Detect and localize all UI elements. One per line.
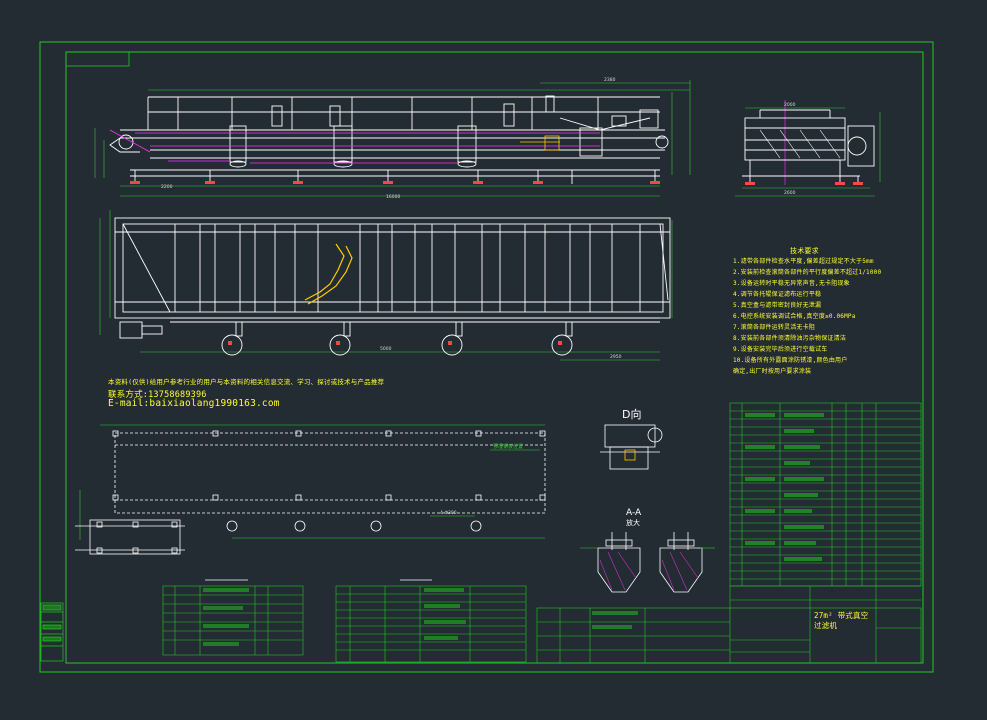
tech-note: 10.设备所有外露面涂防锈漆,颜色由用户 <box>733 357 848 364</box>
left-spec-table <box>162 585 304 656</box>
contact-email: E-mail:baixiaolang1990163.com <box>108 398 280 409</box>
contact-phone: 联系方式:13758689396 <box>108 390 207 400</box>
tech-note: 4.调节各托辊保证滤布运行平稳 <box>733 291 822 298</box>
plan-view: 5000 2950 <box>99 210 673 361</box>
section-aa-sub-label: 放大 <box>626 519 640 527</box>
side-end-view: 2000 2600 <box>735 100 881 197</box>
svg-text:5000: 5000 <box>380 346 392 352</box>
tech-note: 1.滤带各部件检查水平度,偏差超过规定不大于5mm <box>733 258 874 265</box>
front-elevation-view: 2380 16000 2200 <box>94 77 691 200</box>
svg-text:预埋钢板位置: 预埋钢板位置 <box>493 443 523 450</box>
svg-text:2000: 2000 <box>784 102 796 108</box>
svg-text:4-Φ300: 4-Φ300 <box>440 510 457 516</box>
contact-note-line: 本资料(仅供)给用户参考行业的用户与本资料的相关信息交流、学习、探讨或技术与产品… <box>108 378 385 386</box>
left-revision-strip <box>40 602 64 662</box>
svg-text:2600: 2600 <box>784 190 796 196</box>
tech-note: 7.滚筒各部件运转灵活无卡阻 <box>733 324 816 331</box>
view-d-label: D向 <box>622 408 642 421</box>
tech-note: 2.安装前检查滚筒各部件的平行度偏差不超过1/1000 <box>733 269 882 276</box>
section-aa-detail <box>580 532 715 593</box>
sheet-border <box>39 41 934 673</box>
svg-text:2950: 2950 <box>610 354 622 360</box>
parts-list-table <box>729 402 922 587</box>
tech-note: 确定,出厂时按用户要求涂装 <box>733 368 812 375</box>
tech-note: 8.安装前各部件须清除油污杂物保证清洁 <box>733 335 847 342</box>
svg-text:16000: 16000 <box>386 194 400 200</box>
detail-d-view <box>600 424 663 470</box>
tech-note: 3.设备运转时平稳无异常声音,无卡阻现象 <box>733 280 850 287</box>
svg-text:2200: 2200 <box>161 184 173 190</box>
tech-notes-title: 技术要求 <box>790 247 819 255</box>
tech-note: 9.设备安装完毕后须进行空载试车 <box>733 346 828 353</box>
foundation-plan: 预埋钢板位置 4-Φ300 <box>75 424 546 555</box>
tech-note: 6.电控系统安装调试合格,真空度≥0.06MPa <box>733 313 856 320</box>
tech-note: 5.真空盒与滤带密封良好无泄漏 <box>733 302 822 309</box>
parts-list-cell-marks <box>745 413 824 561</box>
title-block <box>536 585 922 664</box>
drawing-title: 27m² 带式真空过滤机 <box>814 611 869 630</box>
svg-text:2380: 2380 <box>604 77 616 83</box>
tech-notes-list: 1.滤带各部件检查水平度,偏差超过规定不大于5mm 2.安装前检查滚筒各部件的平… <box>733 256 921 377</box>
mid-spec-table <box>335 585 527 663</box>
spec-cell-marks <box>203 588 638 646</box>
section-aa-label: A-A <box>626 508 642 518</box>
